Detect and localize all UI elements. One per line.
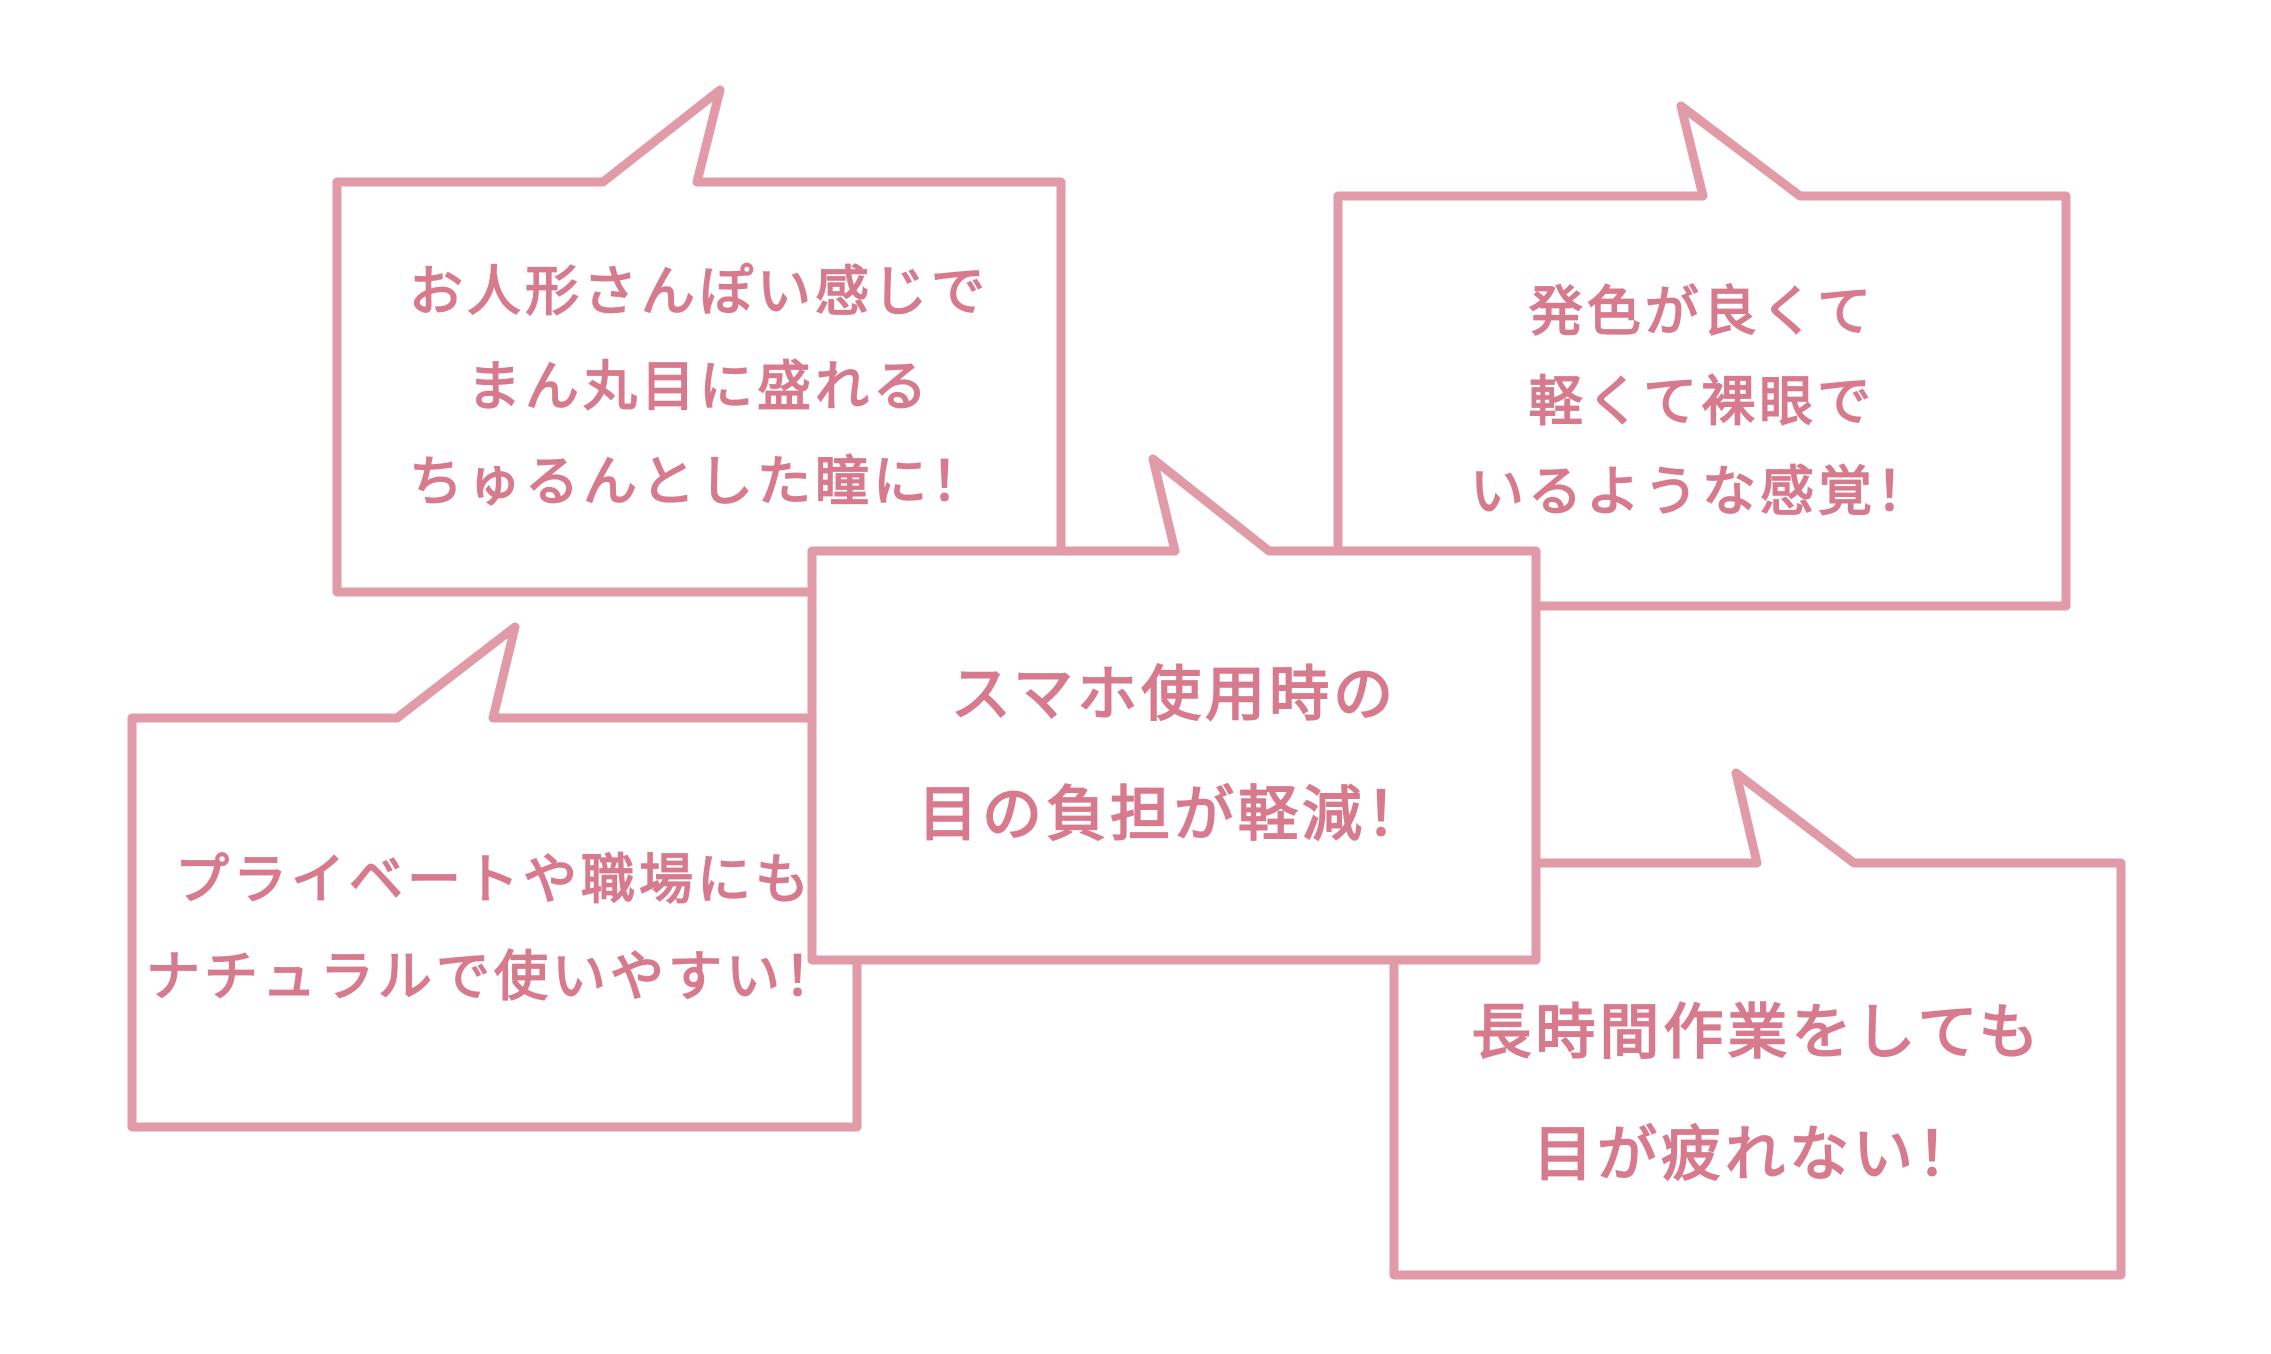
- bubble-bottom-right-line-1: 長時間作業をしても: [1471, 998, 2042, 1068]
- bubble-center-outline: [807, 454, 1541, 965]
- bubble-bottom-right-line-2: 目が疲れない！: [1533, 1120, 1981, 1190]
- bubble-center-line-2: 目の負担が軽減！: [918, 780, 1430, 850]
- bubble-top-left-line-3: ちゅるんとした瞳に！: [409, 450, 989, 513]
- bubble-top-right: 発色が良くて 軽くて裸眼で いるような感覚！: [1333, 101, 2071, 611]
- bubble-top-left-line-2: まん丸目に盛れる: [467, 355, 931, 418]
- bubble-top-left-outline: [332, 85, 1066, 597]
- bubble-center-line-1: スマホ使用時の: [951, 660, 1397, 730]
- bubble-top-right-line-2: 軽くて裸眼で: [1529, 370, 1875, 433]
- bubble-top-right-outline: [1333, 101, 2071, 611]
- bubble-top-right-line-1: 発色が良くて: [1529, 280, 1875, 343]
- bubble-bottom-right: 長時間作業をしても 目が疲れない！: [1389, 768, 2126, 1280]
- bubble-top-left: お人形さんぽい感じで まん丸目に盛れる ちゅるんとした瞳に！: [332, 85, 1066, 597]
- bubble-top-right-line-3: いるような感覚！: [1470, 460, 1934, 523]
- bubble-bottom-left: プライベートや職場にも ナチュラルで使いやすい！: [127, 622, 862, 1132]
- bubble-top-left-line-1: お人形さんぽい感じで: [409, 260, 989, 323]
- bubble-center: スマホ使用時の 目の負担が軽減！: [807, 454, 1541, 965]
- bubble-bottom-left-line-1: プライベートや職場にも: [175, 848, 813, 911]
- bubble-bottom-left-outline: [127, 622, 862, 1132]
- bubble-bottom-right-outline: [1389, 768, 2126, 1280]
- bubble-bottom-left-line-2: ナチュラルで使いやすい！: [146, 945, 842, 1008]
